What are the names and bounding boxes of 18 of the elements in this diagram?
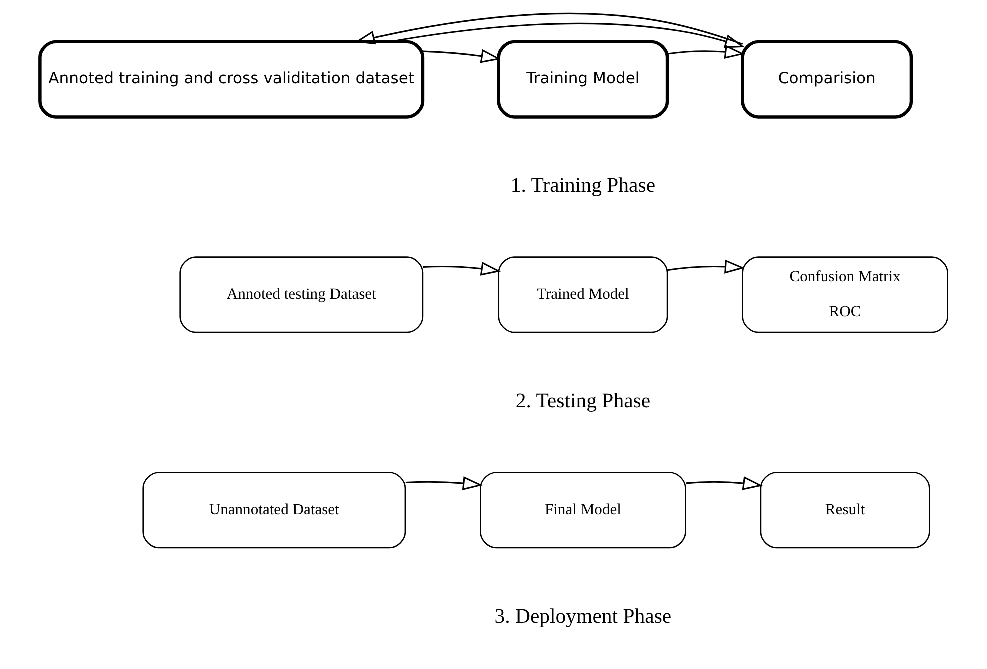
arrow: [686, 476, 763, 490]
node-box: Unannotated Dataset: [142, 472, 406, 549]
node-box: Confusion Matrix ROC: [742, 256, 948, 334]
node-box: Final Model: [480, 472, 686, 549]
arrow: [405, 476, 483, 490]
node-box: Training Model: [496, 40, 669, 119]
label: 2. Testing Phase: [515, 390, 650, 413]
node-box: Annoted training and cross validitation dataset: [38, 40, 424, 119]
arrow: [667, 260, 744, 274]
arrow: [667, 45, 744, 60]
label: 1. Training Phase: [510, 175, 656, 198]
node-box: Annoted testing Dataset: [179, 256, 424, 334]
arrow: [422, 49, 501, 64]
label: 3. Deployment Phase: [494, 606, 672, 628]
node-box: Comparision: [740, 40, 913, 119]
arrow: [422, 262, 501, 276]
node-box: Trained Model: [498, 256, 668, 334]
node-box: Result: [760, 472, 930, 549]
